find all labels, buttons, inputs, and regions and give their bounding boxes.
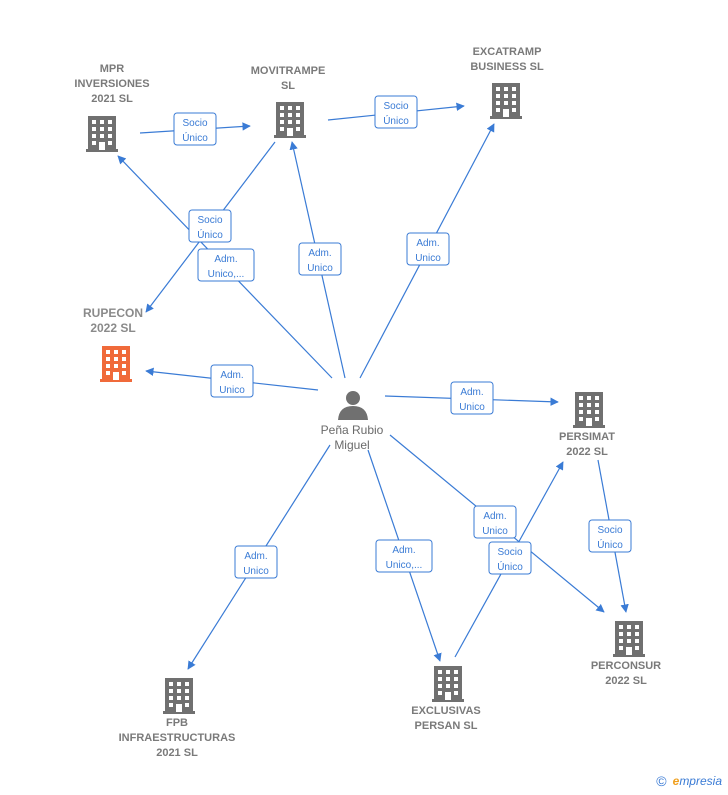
building-icon (613, 621, 645, 657)
node-perconsur[interactable]: PERCONSUR 2022 SL (591, 621, 661, 687)
building-icon (490, 83, 522, 119)
building-icon (573, 392, 605, 428)
node-label-line: Miguel (334, 438, 369, 452)
node-label-line: 2022 SL (566, 446, 608, 458)
relation-box (173, 112, 217, 146)
node-label-line: BUSINESS SL (470, 61, 544, 73)
node-label-line: 2022 SL (90, 321, 135, 335)
relation-text: Unico (459, 402, 485, 413)
relation-box (406, 232, 450, 266)
relation-label-r6[interactable]: Adm. Unico (406, 232, 450, 266)
relation-text: Socio (197, 215, 222, 226)
relation-label-r4[interactable]: Adm. Unico,... (197, 248, 255, 282)
relation-text: Único (597, 538, 623, 551)
relation-text: Adm. (308, 248, 331, 259)
building-icon (432, 666, 464, 702)
node-excatramp[interactable]: EXCATRAMP BUSINESS SL (470, 46, 544, 119)
node-label-line: 2022 SL (605, 675, 647, 687)
relation-text: Adm. (392, 545, 415, 556)
brand-logo[interactable]: empresia (672, 774, 722, 788)
node-label-line: INFRAESTRUCTURAS (119, 732, 236, 744)
node-persimat[interactable]: PERSIMAT 2022 SL (559, 392, 615, 458)
footer-brand: © empresia (656, 773, 722, 789)
relation-text: Único (383, 114, 409, 127)
relation-text: Unico,... (208, 269, 245, 280)
building-icon (100, 346, 132, 382)
relation-text: Socio (383, 101, 408, 112)
relation-text: Socio (182, 118, 207, 129)
relation-label-r11[interactable]: Adm. Unico,... (375, 539, 433, 573)
edges-layer (117, 102, 629, 670)
node-label-line: 2021 SL (156, 747, 198, 759)
relation-box (450, 381, 494, 415)
node-label-line: INVERSIONES (74, 78, 149, 90)
node-label-line: PERSAN SL (415, 720, 478, 732)
relation-text: Unico (415, 253, 441, 264)
relation-text: Adm. (214, 254, 237, 265)
person-icon (338, 391, 368, 420)
relation-box (588, 519, 632, 553)
building-icon (274, 102, 306, 138)
node-fpb[interactable]: FPB INFRAESTRUCTURAS 2021 SL (119, 678, 236, 759)
relation-box (188, 209, 232, 243)
node-label-line: PERSIMAT (559, 431, 615, 443)
node-exclusivas[interactable]: EXCLUSIVAS PERSAN SL (411, 666, 481, 732)
node-label-line: MPR (100, 63, 125, 75)
nodes-layer: MPR INVERSIONES 2021 SL MOVITRAMPE SL EXCATRA… (74, 46, 661, 759)
relation-text: Adm. (220, 370, 243, 381)
copyright-icon: © (656, 773, 667, 789)
node-label-line: FPB (166, 717, 188, 729)
node-label-line: 2021 SL (91, 93, 133, 105)
node-label-line: Peña Rubio (321, 423, 384, 437)
relation-text: Adm. (483, 511, 506, 522)
relation-box (298, 242, 342, 276)
node-label-line: SL (281, 80, 295, 92)
relation-text: Unico (219, 385, 245, 396)
relation-label-r12[interactable]: Adm. Unico (473, 505, 517, 539)
relation-text: Único (197, 228, 223, 241)
node-movitrampe[interactable]: MOVITRAMPE SL (251, 65, 326, 138)
relation-text: Socio (497, 547, 522, 558)
relation-box (473, 505, 517, 539)
relation-text: Socio (597, 525, 622, 536)
relation-box (488, 541, 532, 575)
relation-text: Adm. (416, 238, 439, 249)
node-label-line: EXCATRAMP (473, 46, 542, 58)
relation-box (374, 95, 418, 129)
building-icon (86, 116, 118, 152)
relation-text: Unico (243, 566, 269, 577)
relations-layer: SocioÚnicoSocioÚnicoSocioÚnicoAdm.Unico,… (173, 95, 632, 579)
node-label-line: PERCONSUR (591, 660, 661, 672)
relation-label-r10[interactable]: Adm. Unico (234, 545, 278, 579)
relation-text: Único (497, 560, 523, 573)
relation-text: Adm. (460, 387, 483, 398)
node-label-line: MOVITRAMPE (251, 65, 326, 77)
node-label-line: EXCLUSIVAS (411, 705, 480, 717)
relation-text: Unico (482, 526, 508, 537)
relation-box (210, 364, 254, 398)
relation-label-r8[interactable]: Adm. Unico (450, 381, 494, 415)
relation-box (234, 545, 278, 579)
relation-text: Unico (307, 263, 333, 274)
relation-text: Único (182, 131, 208, 144)
relation-box (197, 248, 255, 282)
node-label-line: RUPECON (83, 306, 143, 320)
building-icon (163, 678, 195, 714)
node-mpr[interactable]: MPR INVERSIONES 2021 SL (74, 63, 150, 152)
relation-box (375, 539, 433, 573)
relation-text: Adm. (244, 551, 267, 562)
relation-text: Unico,... (386, 560, 423, 571)
relation-label-r7[interactable]: Adm. Unico (210, 364, 254, 398)
relation-label-r5[interactable]: Adm. Unico (298, 242, 342, 276)
